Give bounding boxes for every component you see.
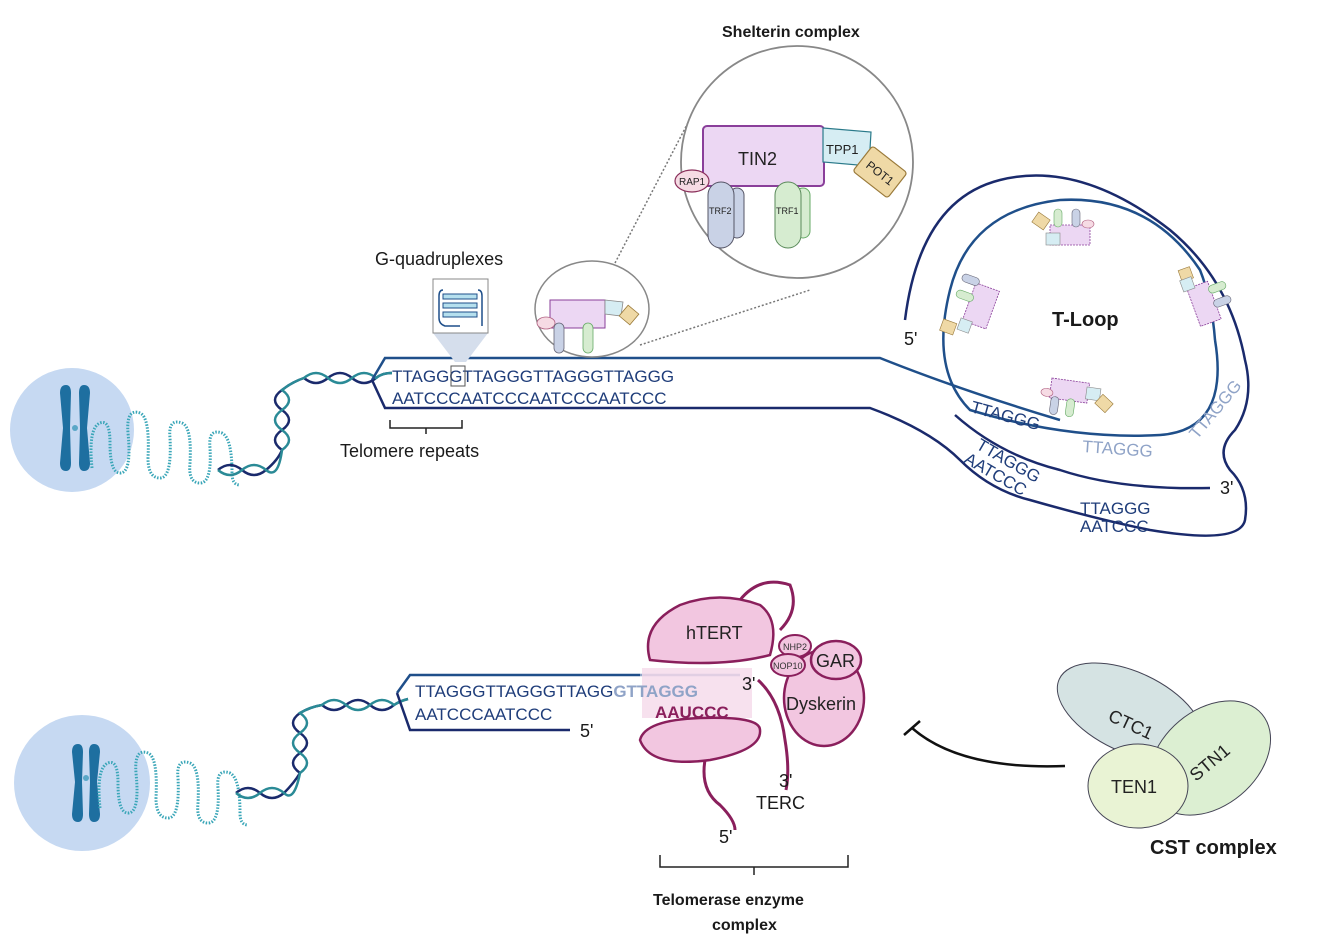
- chromatin-coil: [89, 410, 241, 487]
- htert-lower-domain: [638, 716, 762, 764]
- ten1-protein: [1087, 743, 1189, 829]
- cst-complex: CTC1 STN1 TEN1: [1056, 662, 1272, 829]
- tin2-label: TIN2: [738, 149, 777, 169]
- inhibition-arrow: [903, 720, 1066, 768]
- nop10-protein: [770, 653, 806, 677]
- bottom-g-strand-dark: TTAGGGTTAGGGTTAGGGTTAGGG: [415, 682, 698, 701]
- chromosome-icon-bottom: [72, 744, 100, 822]
- trf1-label: TRF1: [776, 206, 799, 216]
- top-chromosome-group: TTAGGGTTAGGGTTAGGGTTAGGG AATCCCAATCCCAAT…: [10, 24, 1250, 537]
- telomerase-title-line1: Telomerase enzyme: [653, 892, 804, 909]
- rap1-label: RAP1: [679, 177, 706, 188]
- nhp2-label: NHP2: [783, 642, 807, 652]
- telomere-repeats-bracket: [389, 420, 463, 434]
- t-loop-title: T-Loop: [1052, 309, 1119, 331]
- rap1-protein: [674, 169, 710, 193]
- g-quadruplex-highlight: [450, 365, 466, 387]
- htert-protein: [646, 596, 775, 665]
- pot1-protein: [853, 146, 907, 198]
- trf1-protein: [774, 181, 802, 249]
- tpp1-label: TPP1: [826, 142, 859, 157]
- telomerase-bracket: [659, 855, 849, 875]
- dna-helix-bottom: [235, 697, 409, 800]
- g-strand-seq: TTAGGGTTAGGGTTAGGGTTAGGG: [392, 367, 674, 386]
- c-strand-seq: AATCCCAATCCCAATCCCAATCCC: [392, 389, 667, 408]
- g-strand-light-span: GTTAGGG: [613, 682, 698, 701]
- bottom-c-strand: AATCCCAATCCC: [415, 705, 552, 724]
- t-loop-shelterin-right: [1177, 266, 1232, 327]
- gar-protein: [809, 639, 863, 681]
- t-loop-inner: [942, 198, 1219, 437]
- zoom-line-2: [639, 289, 811, 346]
- bottom-5prime: 5': [580, 721, 593, 741]
- g-quadruplex-icon: [438, 289, 483, 327]
- t-loop-shelterin-bottom: [1040, 377, 1114, 418]
- nucleus-top: [10, 368, 134, 492]
- ten1-label: TEN1: [1111, 777, 1157, 797]
- telomere-duplex-lower: [370, 174, 1250, 537]
- terc-rna-loop: [738, 580, 795, 632]
- t-loop-3prime: 3': [1220, 478, 1233, 498]
- bottom-duplex-top-line: [395, 673, 640, 694]
- telomerase-complex: Dyskerin GAR NHP2 NOP10 hTERT 3' TERC 5': [638, 580, 866, 847]
- terc-label: TERC: [756, 793, 805, 813]
- bottom-duplex-bottom-line: [395, 692, 570, 732]
- t-loop-seq-2: TTAGGG: [1082, 437, 1154, 461]
- htert-label: hTERT: [686, 623, 743, 643]
- trf2-protein: [707, 181, 735, 249]
- rna-template-seq: AAUCCC: [655, 703, 729, 722]
- gar-label: GAR: [816, 651, 855, 671]
- shelterin-complex-detail: TIN2 TPP1 POT1 RAP1 TRF2 TRF1: [674, 45, 914, 279]
- t-loop-duplex2-bottom: AATCCC: [1080, 517, 1149, 536]
- shelterin-title: Shelterin complex: [722, 24, 860, 41]
- terc-5prime-label: 5': [719, 827, 732, 847]
- t-loop-3prime-strand: [954, 414, 1211, 490]
- terc-rna-5prime: [702, 759, 737, 831]
- cst-title: CST complex: [1150, 837, 1277, 859]
- nop10-label: NOP10: [773, 661, 803, 671]
- template-region: [642, 668, 752, 718]
- bottom-chromosome-group: [14, 673, 740, 851]
- terc-rna-strand: [756, 678, 790, 791]
- bottom-3prime: 3': [742, 674, 755, 694]
- chromatin-coil-bottom: [97, 750, 249, 827]
- shelterin-small: [534, 260, 650, 358]
- dyskerin-label: Dyskerin: [786, 694, 856, 714]
- chromosome-icon: [60, 385, 90, 471]
- t-loop-duplex2-top: TTAGGG: [1080, 499, 1151, 518]
- g-quadruplex-zoom-cone: [433, 333, 488, 362]
- t-loop-shelterin-left: [939, 273, 1000, 336]
- trf2-label: TRF2: [709, 206, 732, 216]
- g-strand-dark-span: TTAGGGTTAGGGTTAGG: [415, 682, 613, 701]
- t-loop-5prime: 5': [904, 329, 917, 349]
- telomerase-title-line2: complex: [712, 917, 777, 934]
- telomere-repeats-label: Telomere repeats: [340, 441, 479, 461]
- t-loop-shelterin-top: [1031, 208, 1095, 246]
- dna-helix-top: [217, 371, 393, 477]
- terc-3prime-label: 3': [779, 771, 792, 791]
- g-quadruplexes-label: G-quadruplexes: [375, 249, 503, 269]
